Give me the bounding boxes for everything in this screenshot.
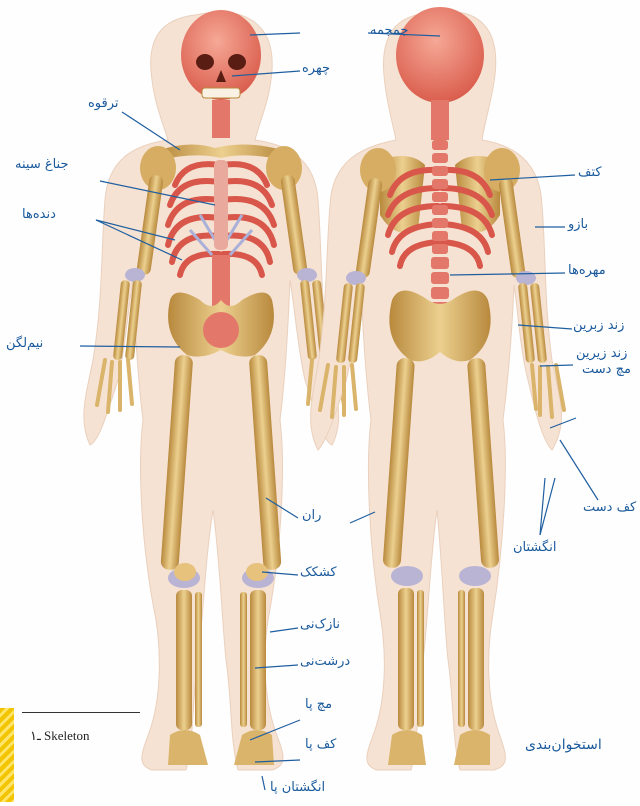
cervical-spine <box>212 100 230 138</box>
teeth <box>202 88 240 98</box>
label-fingers: انگشتان <box>513 540 556 555</box>
label-wrist: مچ دست <box>582 362 631 377</box>
footnote-rule <box>22 712 140 713</box>
label-sternum: جناغ سینه <box>15 157 69 172</box>
label-tibia: درشت‌نی <box>300 654 350 669</box>
page-edge-marker <box>0 708 14 802</box>
label-fibula: نازک‌نی <box>300 617 340 632</box>
patella-left <box>174 563 196 581</box>
label-ankle: مچ پا <box>305 697 332 712</box>
label-femur: ران <box>302 508 321 523</box>
front-sternum <box>214 160 228 250</box>
eye-socket-right <box>228 54 246 70</box>
label-palm: کف دست <box>583 500 636 515</box>
footnote: ۱ـ Skeleton <box>30 728 90 744</box>
label-ribs: دنده‌ها <box>22 207 56 222</box>
front-skull <box>181 10 261 100</box>
label-radius: زند زیرین <box>576 346 627 361</box>
label-vertebrae: مهره‌ها <box>568 263 606 278</box>
label-pelvis: نیم‌لگن <box>6 336 43 351</box>
label-face: چهره <box>302 61 330 76</box>
back-cervical <box>431 100 449 140</box>
label-ulna: زند زبرین <box>573 318 624 333</box>
label-toes: انگشتان پا <box>270 780 325 795</box>
label-humerus: بازو <box>568 217 588 232</box>
eye-socket-left <box>196 54 214 70</box>
sacrum <box>203 312 239 348</box>
figure-caption: استخوان‌بندی <box>525 737 602 753</box>
label-sole: کف پا <box>305 737 336 752</box>
label-skull: جمجمه <box>370 23 408 38</box>
back-skull <box>396 7 484 103</box>
label-scapula: کتف <box>578 165 602 180</box>
label-clavicle: ترقوه <box>88 96 119 111</box>
label-patella: کشکک <box>300 565 337 580</box>
